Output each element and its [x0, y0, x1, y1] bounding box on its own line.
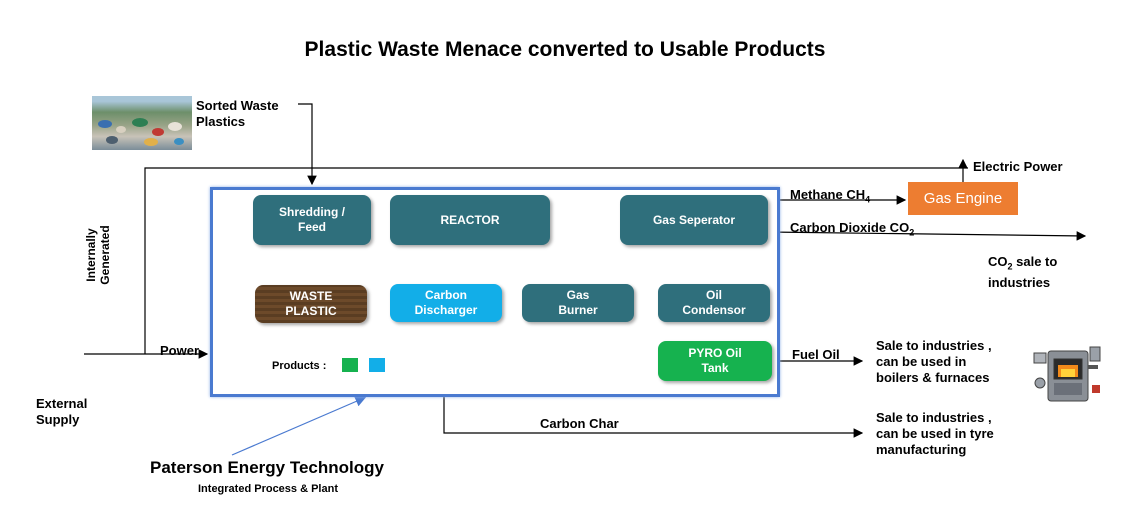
co2-subscript: 2 [909, 227, 915, 238]
co2-arrow [767, 231, 1087, 241]
carbon-char-sale-label: Sale to industries , can be used in tyre… [876, 410, 994, 457]
boiler-furnace-icon [1033, 346, 1101, 402]
reactor-box: REACTOR [390, 195, 550, 245]
carbon-discharger-box: Carbon Discharger [390, 284, 502, 322]
gas-separator-box: Gas Seperator [620, 195, 768, 245]
waste-plastics-photo [92, 96, 192, 150]
company-name: Paterson Energy Technology [150, 458, 384, 477]
gas-engine-box: Gas Engine [908, 182, 1018, 215]
pyro-oil-tank-box: PYRO Oil Tank [658, 341, 772, 381]
oil-condensor-box: Oil Condensor [658, 284, 770, 322]
carbon-char-label: Carbon Char [540, 416, 619, 431]
co2-label: Carbon Dioxide CO2 [790, 220, 914, 241]
co2-sale-label: CO2 sale to industries [988, 238, 1057, 291]
co2-sale-text: sale to industries [988, 254, 1058, 290]
methane-text: Methane CH [790, 187, 866, 202]
co2-sale-subscript: 2 [1007, 261, 1013, 272]
products-legend-label: Products : [272, 360, 327, 372]
co2-sale-prefix: CO [988, 254, 1008, 269]
gas-burner-box: Gas Burner [522, 284, 634, 322]
sorted-waste-arrow [298, 103, 317, 186]
sorted-waste-label: Sorted Waste Plastics [196, 98, 279, 129]
co2-text: Carbon Dioxide CO [790, 220, 910, 235]
methane-label: Methane CH4 [790, 187, 870, 208]
fuel-oil-label: Fuel Oil [792, 347, 840, 362]
shredding-feed-box: Shredding / Feed [253, 195, 371, 245]
legend-green-swatch [342, 358, 358, 372]
legend-cyan-swatch [369, 358, 385, 372]
company-subtitle: Integrated Process & Plant [198, 483, 338, 495]
external-supply-label: External Supply [36, 396, 88, 427]
internally-generated-label: Internally Generated [84, 225, 112, 285]
pointer-arrow [231, 396, 367, 456]
fuel-oil-sale-label: Sale to industries , can be used in boil… [876, 338, 992, 385]
internal-power-loop [144, 167, 968, 354]
power-label: Power [160, 343, 200, 358]
diagram-title: Plastic Waste Menace converted to Usable… [304, 38, 826, 61]
electric-power-label: Electric Power [973, 159, 1063, 174]
methane-subscript: 4 [865, 194, 871, 205]
waste-plastic-box: WASTE PLASTIC [255, 285, 367, 323]
